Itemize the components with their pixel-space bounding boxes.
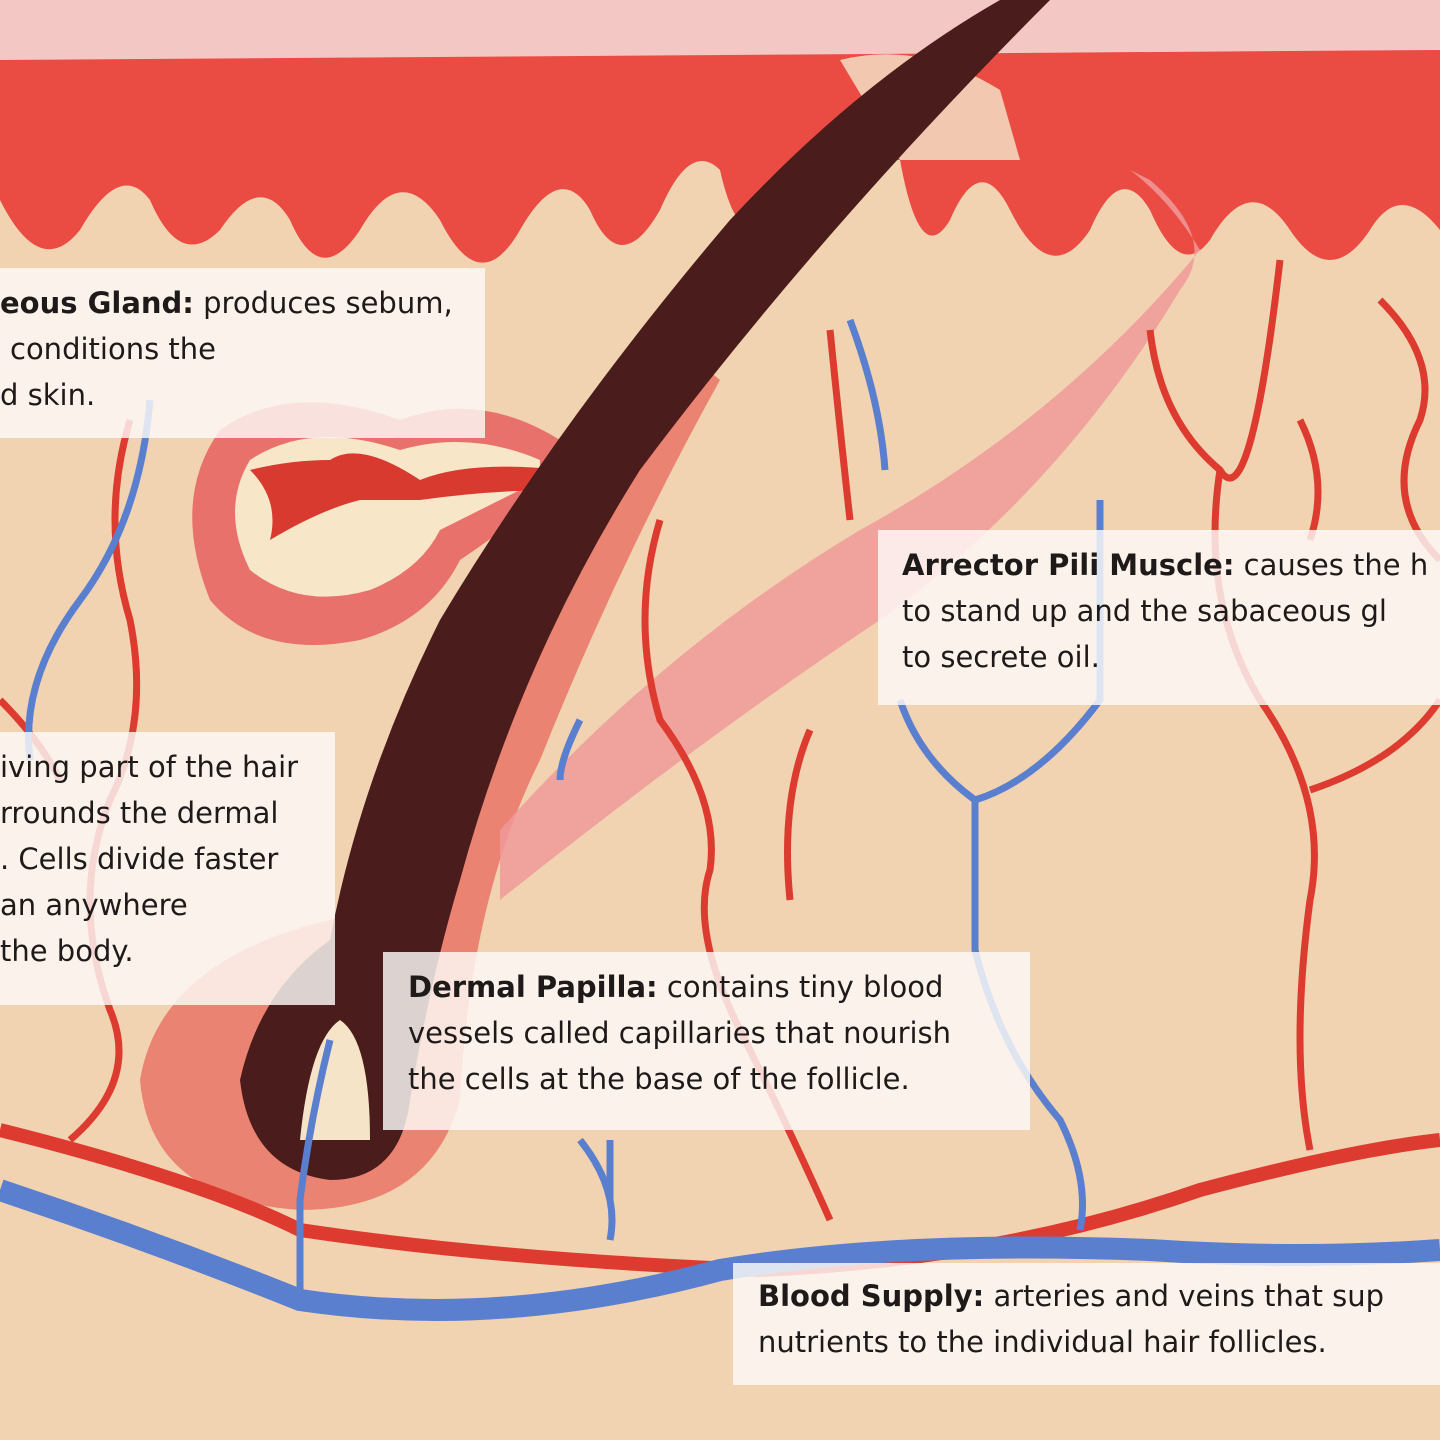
papilla-term: Dermal Papilla: bbox=[408, 970, 658, 1004]
papilla-line: the cells at the base of the follicle. bbox=[408, 1062, 910, 1096]
sebaceous-line: produces sebum, bbox=[193, 286, 453, 320]
arrector-pili-muscle bbox=[500, 170, 1200, 900]
blood-supply-label: Blood Supply: arteries and veins that su… bbox=[733, 1263, 1440, 1385]
dermal-papilla-label: Dermal Papilla: contains tiny blood vess… bbox=[383, 952, 1030, 1130]
dermis-band bbox=[0, 50, 1440, 263]
bulb-line: an anywhere bbox=[0, 888, 188, 922]
blood-line: arteries and veins that sup bbox=[984, 1279, 1385, 1313]
sebaceous-line: d skin. bbox=[0, 378, 96, 412]
bulb-line: rrounds the dermal bbox=[0, 796, 279, 830]
bulb-line: the body. bbox=[0, 934, 134, 968]
sebaceous-duct bbox=[250, 453, 560, 540]
arrector-line: causes the h bbox=[1234, 548, 1429, 582]
blood-term: Blood Supply: bbox=[758, 1279, 985, 1313]
arrector-line: to stand up and the sabaceous gl bbox=[902, 594, 1387, 628]
hair-shaft bbox=[240, 0, 1050, 1180]
papilla-line: contains tiny blood bbox=[657, 970, 944, 1004]
blood-line: nutrients to the individual hair follicl… bbox=[758, 1325, 1327, 1359]
papilla-line: vessels called capillaries that nourish bbox=[408, 1016, 952, 1050]
sebaceous-gland-label: eous Gland: produces sebum, conditions t… bbox=[0, 268, 485, 438]
sebaceous-term: eous Gland: bbox=[0, 286, 194, 320]
bulb-line: iving part of the hair bbox=[0, 750, 299, 784]
arrector-term: Arrector Pili Muscle: bbox=[902, 548, 1235, 582]
arrector-line: to secrete oil. bbox=[902, 640, 1100, 674]
sebaceous-line: conditions the bbox=[10, 332, 217, 366]
bulb-line: . Cells divide faster bbox=[0, 842, 279, 876]
hair-bulb-label: iving part of the hair rrounds the derma… bbox=[0, 732, 335, 1005]
arrector-pili-label: Arrector Pili Muscle: causes the h to st… bbox=[878, 530, 1440, 705]
